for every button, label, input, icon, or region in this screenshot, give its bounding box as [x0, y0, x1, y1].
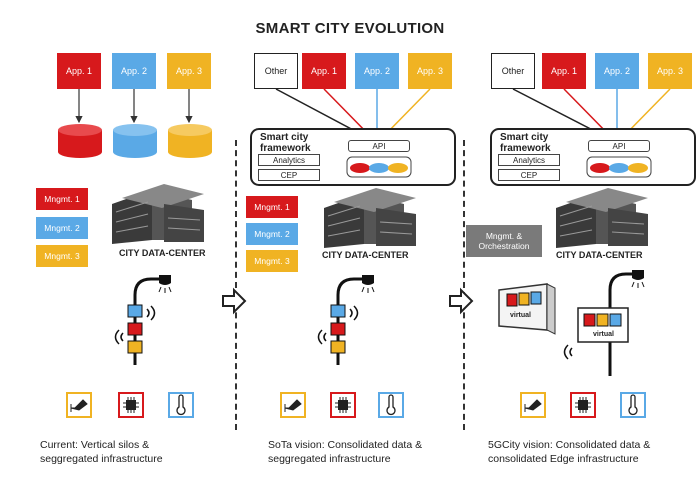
chip-icon	[570, 392, 596, 418]
virtual-label: virtual	[593, 331, 615, 338]
camera-icon	[280, 392, 306, 418]
framework-label: Smart city framework	[500, 132, 551, 154]
mgmt-box-3: Mngmt. 3	[246, 250, 298, 272]
caption-line: seggregated infrastructure	[40, 453, 163, 465]
app-box-3: App. 3	[167, 53, 211, 89]
panel-divider	[235, 140, 237, 430]
caption: SoTa vision: Consolidated data & seggreg…	[268, 438, 422, 466]
diagram-title: SMART CITY EVOLUTION	[255, 20, 445, 37]
caption: Current: Vertical silos & seggregated in…	[40, 438, 163, 466]
datacenter-label: CITY DATA-CENTER	[556, 250, 643, 260]
app-box-1: App. 1	[57, 53, 101, 89]
database-icon	[346, 156, 412, 178]
database-icon	[586, 156, 652, 178]
api-box: API	[588, 140, 650, 152]
caption-line: Current: Vertical silos &	[40, 439, 150, 451]
thermometer-icon	[620, 392, 646, 418]
orchestration-line: Mngmt. &	[485, 231, 523, 241]
app-box-other: Other	[491, 53, 535, 89]
cep-box: CEP	[498, 169, 560, 181]
api-box: API	[348, 140, 410, 152]
datacenter-label: CITY DATA-CENTER	[119, 248, 206, 258]
mgmt-box-2: Mngmt. 2	[36, 217, 88, 239]
caption-line: consolidated Edge infrastructure	[488, 453, 639, 465]
app-box-2: App. 2	[595, 53, 639, 89]
streetlight-icon	[114, 275, 172, 365]
orchestration-line: Orchestration	[478, 241, 530, 251]
framework-label-line: Smart city	[260, 132, 309, 143]
caption-line: 5GCity vision: Consolidated data &	[488, 439, 651, 451]
caption-line: SoTa vision: Consolidated data &	[268, 439, 423, 451]
cep-box: CEP	[258, 169, 320, 181]
arrow-right-icon	[222, 287, 247, 315]
app-box-1: App. 1	[542, 53, 586, 89]
server-rack-icon	[112, 184, 204, 244]
database-icon	[168, 124, 212, 158]
analytics-box: Analytics	[258, 154, 320, 166]
app-box-3: App. 3	[648, 53, 692, 89]
analytics-box: Analytics	[498, 154, 560, 166]
database-icon	[113, 124, 157, 158]
framework-label: Smart city framework	[260, 132, 311, 154]
camera-icon	[520, 392, 546, 418]
framework-label-line: Smart city	[500, 132, 549, 143]
framework-label-line: framework	[500, 143, 551, 154]
thermometer-icon	[168, 392, 194, 418]
app-box-2: App. 2	[112, 53, 156, 89]
server-rack-icon	[556, 188, 648, 248]
panel-divider	[463, 140, 465, 430]
mgmt-box-3: Mngmt. 3	[36, 245, 88, 267]
arrow-right-icon	[449, 287, 474, 315]
chip-icon	[118, 392, 144, 418]
caption-line: seggregated infrastructure	[268, 453, 391, 465]
database-icon	[58, 124, 102, 158]
smart-city-framework: Smart city framework Analytics CEP API	[490, 128, 696, 186]
server-rack-icon	[324, 188, 416, 248]
edge-cabinet-icon	[498, 283, 556, 335]
app-box-3: App. 3	[408, 53, 452, 89]
streetlight-icon	[563, 270, 645, 376]
framework-label-line: framework	[260, 143, 311, 154]
caption: 5GCity vision: Consolidated data & conso…	[488, 438, 650, 466]
thermometer-icon	[378, 392, 404, 418]
app-box-other: Other	[254, 53, 298, 89]
mgmt-box-1: Mngmt. 1	[246, 196, 298, 218]
chip-icon	[330, 392, 356, 418]
datacenter-label: CITY DATA-CENTER	[322, 250, 409, 260]
streetlight-icon	[317, 275, 375, 365]
orchestration-box: Mngmt. & Orchestration	[466, 225, 542, 257]
app-box-2: App. 2	[355, 53, 399, 89]
virtual-label: virtual	[510, 312, 532, 319]
smart-city-framework: Smart city framework Analytics CEP API	[250, 128, 456, 186]
mgmt-box-1: Mngmt. 1	[36, 188, 88, 210]
mgmt-box-2: Mngmt. 2	[246, 223, 298, 245]
camera-icon	[66, 392, 92, 418]
app-box-1: App. 1	[302, 53, 346, 89]
